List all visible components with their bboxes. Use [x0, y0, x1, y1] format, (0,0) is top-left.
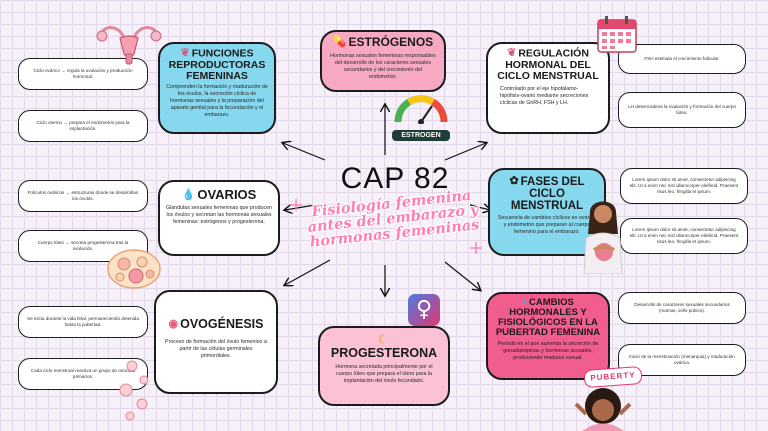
ovarios-card: 💧OVARIOS Glándulas sexuales femeninas qu…: [158, 180, 280, 256]
cambios-text: Periodo en el que aumenta la secreción d…: [497, 340, 599, 361]
estrogenos-text: Hormonas sexuales femeninas responsables…: [330, 52, 436, 80]
ovarios-title: 💧OVARIOS: [181, 187, 257, 202]
pill-icon: 💊: [332, 36, 347, 49]
fases-note-2: Lorem ipsum dolor sit amet, consectetur …: [620, 218, 748, 254]
calendar-icon: [597, 16, 637, 53]
progesterona-text: Hormona secretada principalmente por el …: [335, 364, 433, 385]
drop-icon: 💧: [181, 188, 196, 201]
ovogenesis-title: ◉OVOGÉNESIS: [168, 317, 264, 331]
moon-icon: ☾: [378, 333, 388, 346]
egg-cells-icon: [119, 360, 149, 421]
sparkle-icon: [290, 199, 482, 254]
ovogenesis-card: ◉OVOGÉNESIS Proceso de formación del óvu…: [154, 290, 278, 394]
estrogenos-card: 💊ESTRÓGENOS Hormonas sexuales femeninas …: [320, 30, 446, 92]
funciones-note-2: Ciclo uterino → prepara el endometrio pa…: [18, 110, 148, 142]
uterus-icon: [96, 26, 162, 65]
ovogenesis-text: Proceso de formación del óvulo femenino …: [165, 339, 267, 360]
regulacion-note-2: LH desencadena la ovulación y formación …: [618, 92, 746, 128]
follicle-icon: [107, 249, 161, 289]
gauge-label: ESTROGEN: [392, 130, 450, 141]
cambios-card: ●CAMBIOS HORMONALES Y FISIOLÓGICOS EN LA…: [486, 292, 610, 380]
cambios-note-1: Desarrollo de caracteres sexuales secund…: [618, 292, 746, 324]
woman-icon: [583, 201, 623, 274]
ovarios-note-1: Folículos ováricos → estructuras donde s…: [18, 180, 148, 212]
puberty-girl-icon: [574, 388, 632, 431]
ovogenesis-note-1: Se inicia durante la vida fetal, permane…: [18, 306, 148, 338]
estrogenos-title: 💊ESTRÓGENOS: [332, 35, 434, 49]
regulacion-note-1: FSH estimula el crecimiento folicular.: [618, 44, 746, 74]
fases-text: Secuencia de cambios cíclicos en ovarios…: [497, 215, 597, 236]
progesterona-title: ☾PROGESTERONA: [330, 333, 438, 361]
cell-icon: ◉: [168, 317, 179, 330]
brain-icon: ❦: [507, 47, 517, 59]
circle-icon: ●: [522, 297, 527, 307]
fases-note-1: Lorem ipsum dolor sit amet, consectetur …: [620, 168, 748, 204]
regulacion-card: ❦REGULACIÓN HORMONAL DEL CICLO MENSTRUAL…: [486, 42, 610, 134]
female-symbol-icon: ♀: [408, 294, 440, 326]
funciones-text: Comprenden la formación y maduración de …: [166, 83, 268, 118]
funciones-title: ❦FUNCIONES REPRODUCTORAS FEMENINAS: [168, 47, 266, 82]
fases-card: ✿FASES DEL CICLO MENSTRUAL Secuencia de …: [488, 168, 606, 256]
estrogen-gauge-icon: ESTROGEN: [392, 92, 450, 142]
regulacion-title: ❦REGULACIÓN HORMONAL DEL CICLO MENSTRUAL: [497, 47, 599, 82]
ovarios-text: Glándulas sexuales femeninas que produce…: [166, 204, 273, 225]
brain-icon: ❦: [180, 47, 190, 59]
cambios-title: ●CAMBIOS HORMONALES Y FISIOLÓGICOS EN LA…: [495, 297, 601, 338]
fases-title: ✿FASES DEL CICLO MENSTRUAL: [509, 175, 585, 213]
center-title: CAP 82: [340, 162, 450, 195]
progesterona-card: ☾PROGESTERONA Hormona secretada principa…: [318, 326, 450, 406]
regulacion-text: Controlado por el eje hipotálamo-hipófis…: [500, 85, 589, 106]
flower-icon: ✿: [509, 175, 519, 188]
funciones-card: ❦FUNCIONES REPRODUCTORAS FEMENINAS Compr…: [158, 42, 276, 134]
